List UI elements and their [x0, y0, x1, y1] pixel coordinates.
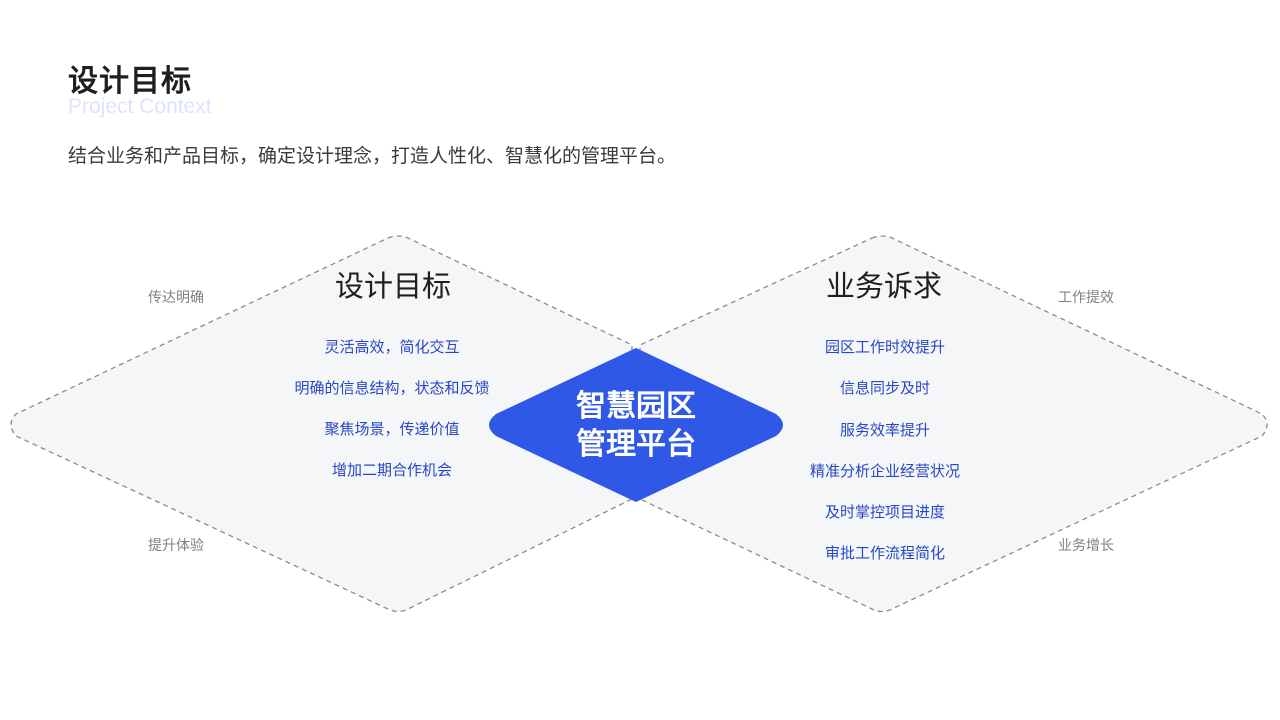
list-item: 增加二期合作机会 [331, 461, 452, 479]
left-diamond [10, 235, 633, 613]
right-item-list: 园区工作时效提升 信息同步及时 服务效率提升 精准分析企业经营状况 及时掌控项目… [765, 337, 1005, 585]
center-title: 智慧园区 管理平台 [536, 388, 736, 464]
center-diamond [489, 348, 783, 502]
right-bottom-label: 业务增长 [1058, 538, 1114, 554]
list-item: 灵活高效，简化交互 [324, 338, 460, 356]
center-title-line2: 管理平台 [576, 427, 696, 462]
list-item: 精准分析企业经营状况 [809, 461, 960, 480]
list-item: 聚焦场景，传递价值 [324, 420, 460, 438]
page-title: 设计目标 [68, 64, 192, 99]
right-diamond [639, 235, 1268, 613]
list-item: 信息同步及时 [839, 379, 930, 398]
list-item: 明确的信息结构，状态和反馈 [294, 379, 490, 397]
right-top-label: 工作提效 [1058, 290, 1114, 306]
left-top-label: 传达明确 [148, 290, 204, 306]
left-bottom-label: 提升体验 [148, 538, 204, 554]
right-block-title: 业务诉求 [825, 269, 942, 303]
list-item: 园区工作时效提升 [824, 338, 945, 356]
left-item-list: 灵活高效，简化交互 明确的信息结构，状态和反馈 聚焦场景，传递价值 增加二期合作… [262, 337, 522, 501]
left-block-title: 设计目标 [334, 269, 451, 303]
page-description: 结合业务和产品目标，确定设计理念，打造人性化、智慧化的管理平台。 [68, 145, 677, 167]
list-item: 服务效率提升 [839, 420, 930, 439]
list-item: 及时掌控项目进度 [824, 503, 945, 522]
page-subtitle: Project Context [68, 95, 212, 118]
list-item: 审批工作流程简化 [824, 544, 945, 563]
center-title-line1: 智慧园区 [576, 389, 696, 424]
